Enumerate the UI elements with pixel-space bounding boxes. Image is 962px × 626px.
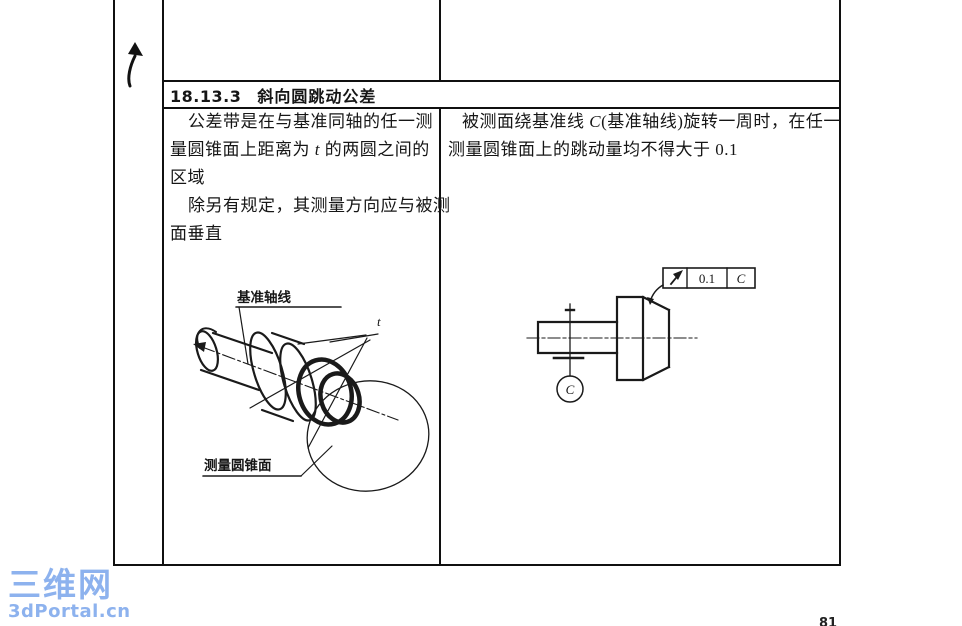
cone-surface-label: 测量圆锥面 [204,457,272,473]
fcf-leader-line [647,283,665,305]
section-name: 斜向圆跳动公差 [257,87,377,106]
variable-c: C [589,112,602,131]
fcf-tolerance-value: 0.1 [699,271,715,286]
circular-runout-icon [669,270,683,286]
interpretation-description: 被测面绕基准线 C(基准轴线)旋转一周时，在任一 测量圆锥面上的跳动量均不得大于… [448,108,841,164]
fcf-datum-letter: C [737,271,746,286]
body-text-line: 除另有规定，其测量方向应与被测 [188,196,451,215]
feature-control-frame: 0.1 C [662,267,756,289]
pen-arrow-icon [127,42,143,88]
axis-leader-line [238,306,249,365]
variable-t: t [314,140,320,159]
shaft-outline [536,320,619,355]
body-text-line: 被测面绕基准线 C(基准轴线)旋转一周时，在任一 [462,112,841,131]
tolerance-zone-diagram: 基准轴线 [193,289,430,492]
table-border-row-top [162,80,841,82]
watermark-site-url: 3dPortal.cn [8,601,131,622]
drawing-callout-diagram: C 0.1 C [526,267,756,403]
table-border-left-outer [113,0,115,566]
table-border-bottom [113,564,841,566]
watermark-logo: 三维网 3dPortal.cn [8,568,131,621]
body-text-line: 测量圆锥面上的跳动量均不得大于 0.1 [448,140,738,159]
cone-leader-line [300,445,333,477]
shaft-cylinder [195,330,274,392]
datum-reference: C [552,303,585,403]
datum-axis-label: 基准轴线 [237,289,291,305]
extended-cone-ellipse [306,380,430,492]
datum-circle [556,375,584,403]
measuring-cone-bands [296,357,362,427]
table-border-row-bottom [162,107,841,109]
table-border-middle [439,107,441,566]
table-border-left-inner [162,0,164,566]
table-border-middle-top [439,0,441,80]
datum-circle-label: C [566,382,575,397]
cone-generator-lines [249,333,379,449]
watermark-logo-text: 三维网 [8,565,113,604]
body-text-line: 面垂直 [170,224,223,243]
section-title: 18.13.3 斜向圆跳动公差 [170,83,376,107]
tolerance-zone-description: 公差带是在与基准同轴的任一测 量圆锥面上距离为 t 的两圆之间的 区域 除另有规… [170,108,451,248]
body-text-line: 量圆锥面上距离为 t 的两圆之间的 [170,140,430,159]
page-number: 81 [819,616,838,626]
t-dimension-label: t [377,314,381,329]
section-number: 18.13.3 [170,87,242,106]
cone-part-outline [615,295,671,382]
disc-cylinder [249,331,317,423]
body-text-line: 区域 [170,168,205,187]
body-text-line: 公差带是在与基准同轴的任一测 [188,112,433,131]
table-border-right [839,0,841,566]
